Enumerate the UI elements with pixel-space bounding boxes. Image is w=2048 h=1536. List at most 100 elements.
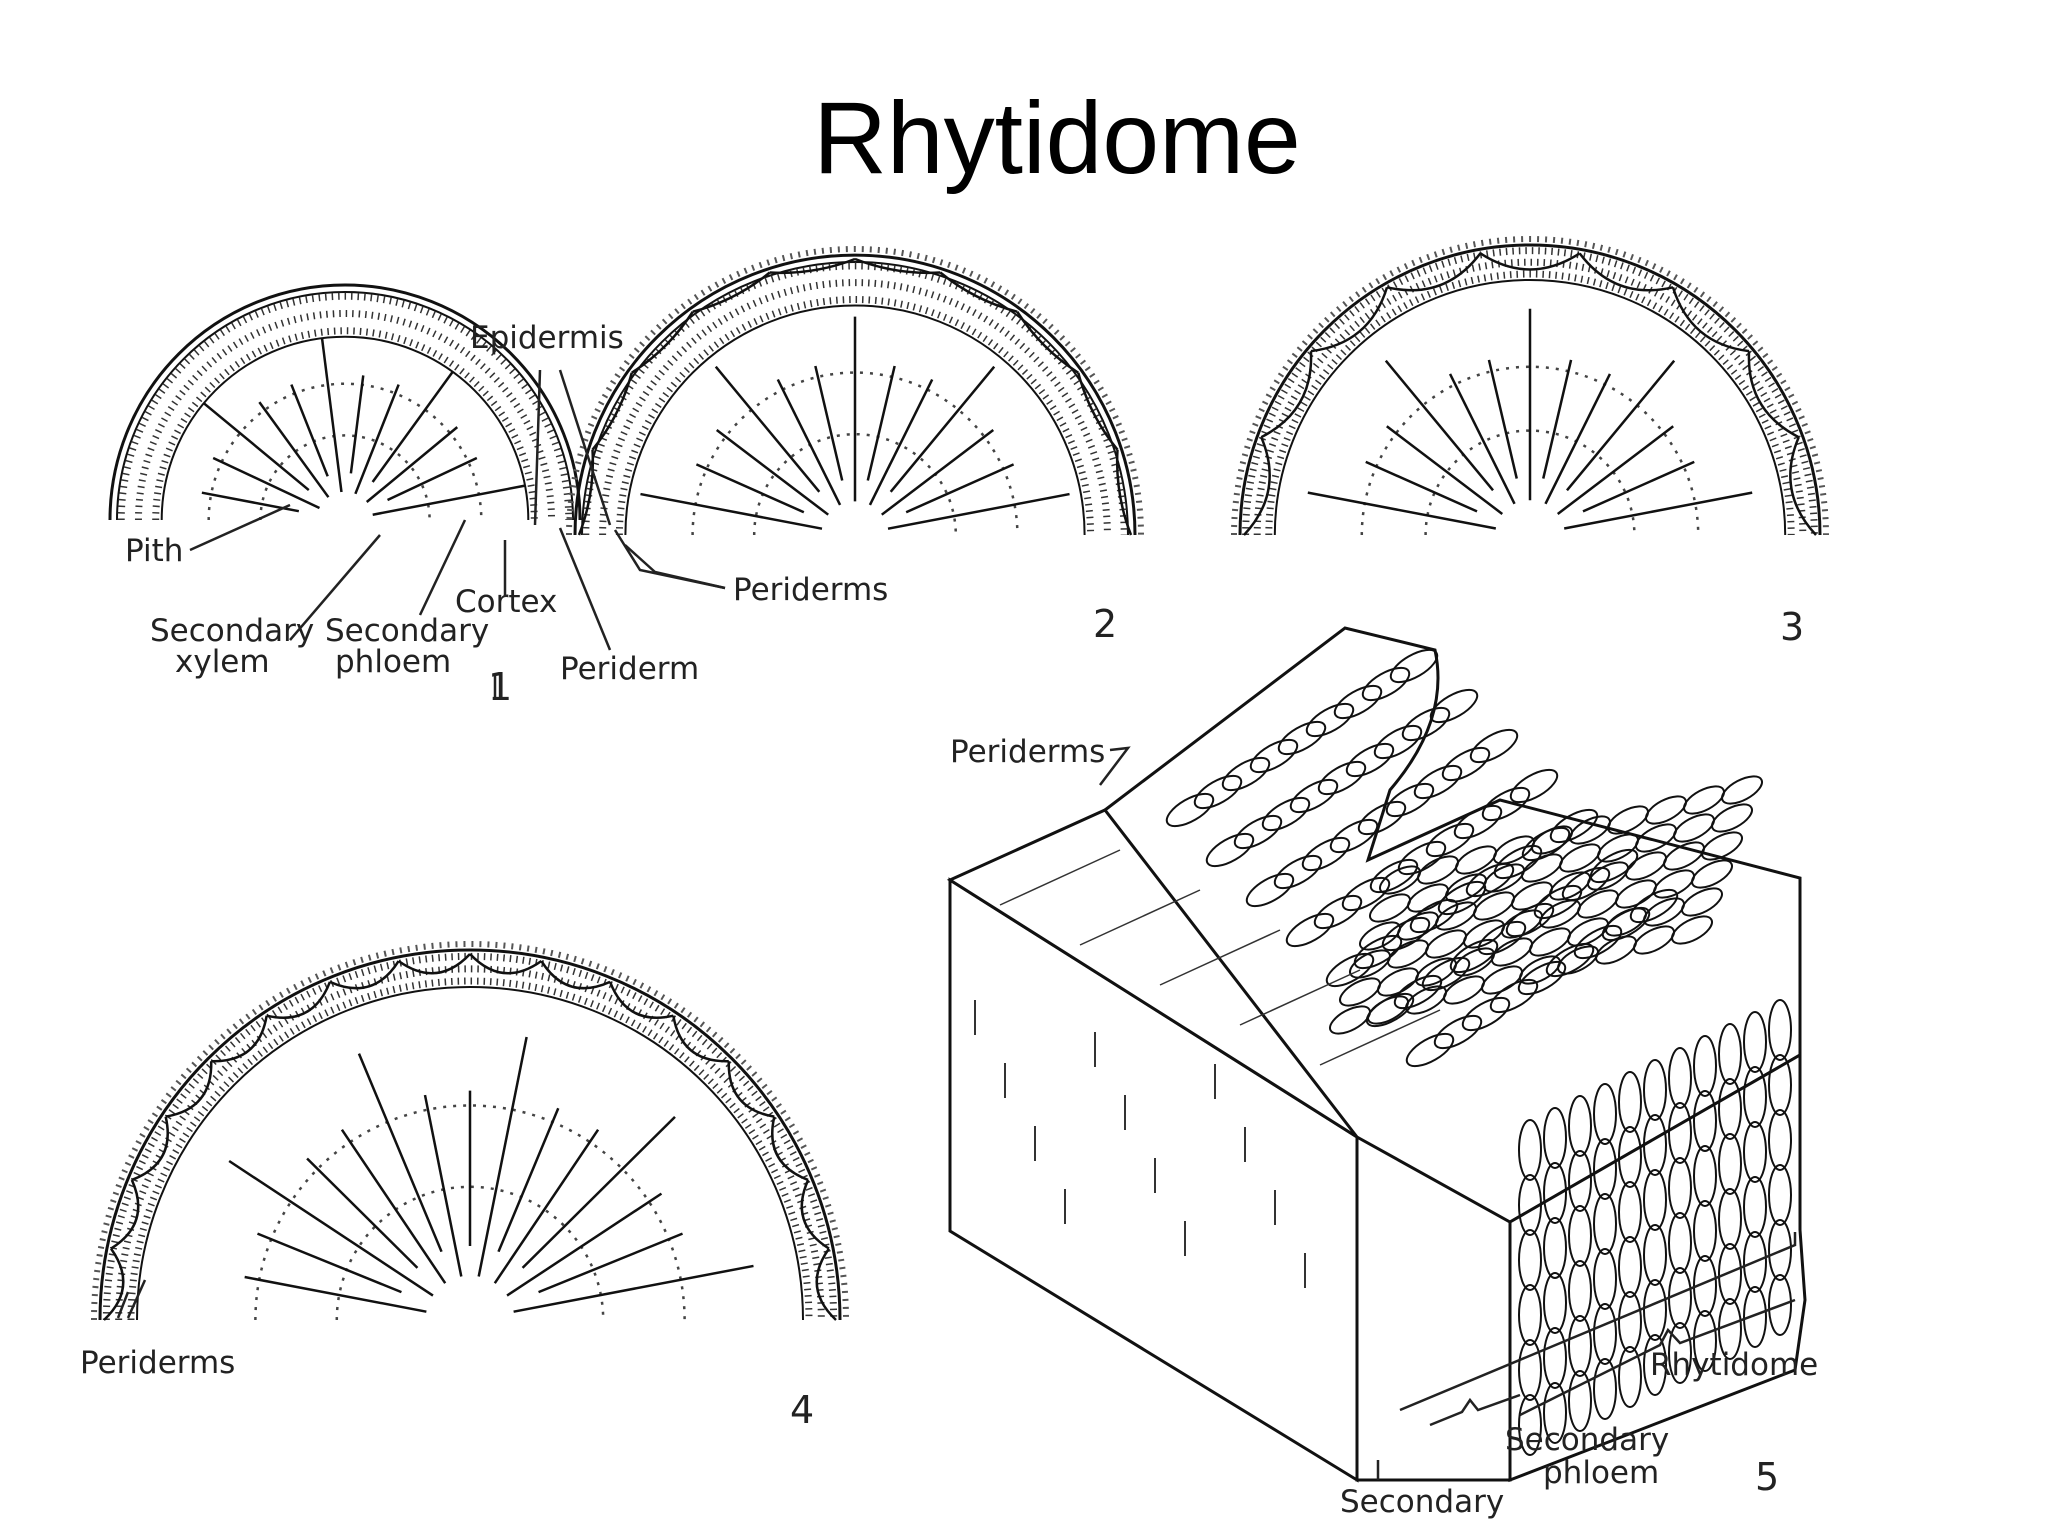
bark-scale <box>1361 666 1411 702</box>
bark-scale <box>1509 768 1559 804</box>
bark-scale <box>1683 785 1725 815</box>
stipple-band <box>127 977 813 1321</box>
bark-scale <box>1425 822 1475 858</box>
xylem-ray <box>290 384 329 477</box>
bark-scale <box>1359 921 1401 951</box>
panel-number-3: 3 <box>1780 605 1804 649</box>
bark-scale <box>1333 684 1383 720</box>
bark-cell <box>1543 1327 1567 1389</box>
bark-scale <box>1261 796 1311 832</box>
bark-scale <box>1221 756 1271 792</box>
bark-scale <box>1341 876 1391 912</box>
xylem-ray <box>320 337 343 493</box>
bark-scale <box>1301 836 1351 872</box>
bark-scale <box>1557 945 1599 975</box>
bark-cell <box>1618 1181 1642 1243</box>
bark-cell <box>1718 1133 1742 1195</box>
bark-scale <box>1493 835 1535 865</box>
stipple-band <box>102 952 838 1321</box>
bark-scale <box>1711 803 1753 833</box>
panel-number-5: 5 <box>1755 1455 1779 1499</box>
bark-cell <box>1618 1126 1642 1188</box>
periderm-scale <box>771 1116 809 1182</box>
bark-scale <box>1721 775 1763 805</box>
bark-scale <box>1531 825 1573 855</box>
xylem-ray <box>357 1053 443 1253</box>
bark-scale <box>1465 862 1515 898</box>
xylem-ray <box>1307 491 1497 530</box>
bark-cell <box>1643 1224 1667 1286</box>
bark-scale <box>1429 688 1479 724</box>
xylem-ray <box>477 1036 528 1277</box>
bark-cell <box>1668 1212 1692 1274</box>
bark-cell <box>1518 1339 1542 1401</box>
panel-1-young-stem <box>108 283 582 521</box>
bark-scale <box>1671 915 1713 945</box>
periderm-scale <box>266 981 332 1019</box>
label-secondary-phloem-2: phloem <box>335 644 451 680</box>
bark-scale <box>1473 891 1515 921</box>
bark-scale <box>1607 805 1649 835</box>
bark-scale <box>1633 925 1675 955</box>
top-grain-line <box>1319 1009 1441 1066</box>
bark-scale <box>1433 1014 1483 1050</box>
bark-cell <box>1768 1219 1792 1281</box>
xylem-ray <box>1563 491 1753 530</box>
bark-scale <box>1481 965 1523 995</box>
epidermis-line <box>581 261 1129 536</box>
top-grain-line <box>1239 969 1361 1026</box>
bark-cell <box>1618 1346 1642 1408</box>
wood-grain-marks <box>974 849 1441 1288</box>
bark-scale <box>1469 728 1519 764</box>
label-rhytidome: Rhytidome <box>1650 1347 1818 1383</box>
xylem-ray <box>776 378 842 506</box>
xylem-ray <box>1566 359 1676 492</box>
top-grain-line <box>1159 929 1281 986</box>
xylem-ray <box>1448 373 1516 505</box>
bark-scale <box>1511 881 1553 911</box>
panel-number-4: 4 <box>790 1388 814 1432</box>
bark-cell <box>1593 1138 1617 1200</box>
xylem-ray <box>1544 373 1612 505</box>
bark-scale <box>1453 947 1495 977</box>
bark-scale <box>1539 899 1581 929</box>
bark-scale <box>1561 866 1611 902</box>
bark-scale <box>1165 792 1215 828</box>
bark-cell <box>1718 1023 1742 1085</box>
periderm-scale <box>672 1015 729 1063</box>
bark-scale <box>1389 648 1439 684</box>
xylem-ray <box>202 402 310 492</box>
xylem-ray <box>1487 359 1518 479</box>
bark-scale <box>1645 795 1687 825</box>
bark-cell <box>1643 1334 1667 1396</box>
bark-cell <box>1743 1231 1767 1293</box>
cambium-line <box>624 304 1086 536</box>
bark-cell <box>1743 1286 1767 1348</box>
xylem-ray <box>1556 425 1674 515</box>
growth-ring <box>691 371 1019 536</box>
bark-scale <box>1277 720 1327 756</box>
periderm-scale <box>1016 311 1079 374</box>
bark-scale <box>1405 985 1447 1015</box>
growth-ring <box>259 434 431 521</box>
bark-cell <box>1693 1310 1717 1372</box>
bark-scale <box>1587 861 1629 891</box>
bark-scale <box>1415 957 1457 987</box>
periderm-scale <box>800 1179 830 1250</box>
bark-scale <box>1249 738 1299 774</box>
xylem-ray <box>386 456 478 502</box>
bark-cell <box>1518 1119 1542 1181</box>
bark-scale <box>1701 831 1743 861</box>
bark-scale <box>1491 937 1533 967</box>
cork-stipple <box>566 246 1144 536</box>
bark-scale <box>1589 848 1639 884</box>
xylem-ray <box>868 378 934 506</box>
bark-cell <box>1518 1394 1542 1456</box>
bark-scale <box>1443 975 1485 1005</box>
bark-cell <box>1593 1248 1617 1310</box>
bark-cell <box>1618 1291 1642 1353</box>
bark-scale <box>1453 804 1503 840</box>
label-periderm: Periderm <box>560 651 699 687</box>
bark-scale <box>1643 897 1685 927</box>
bark-scale <box>1529 927 1571 957</box>
